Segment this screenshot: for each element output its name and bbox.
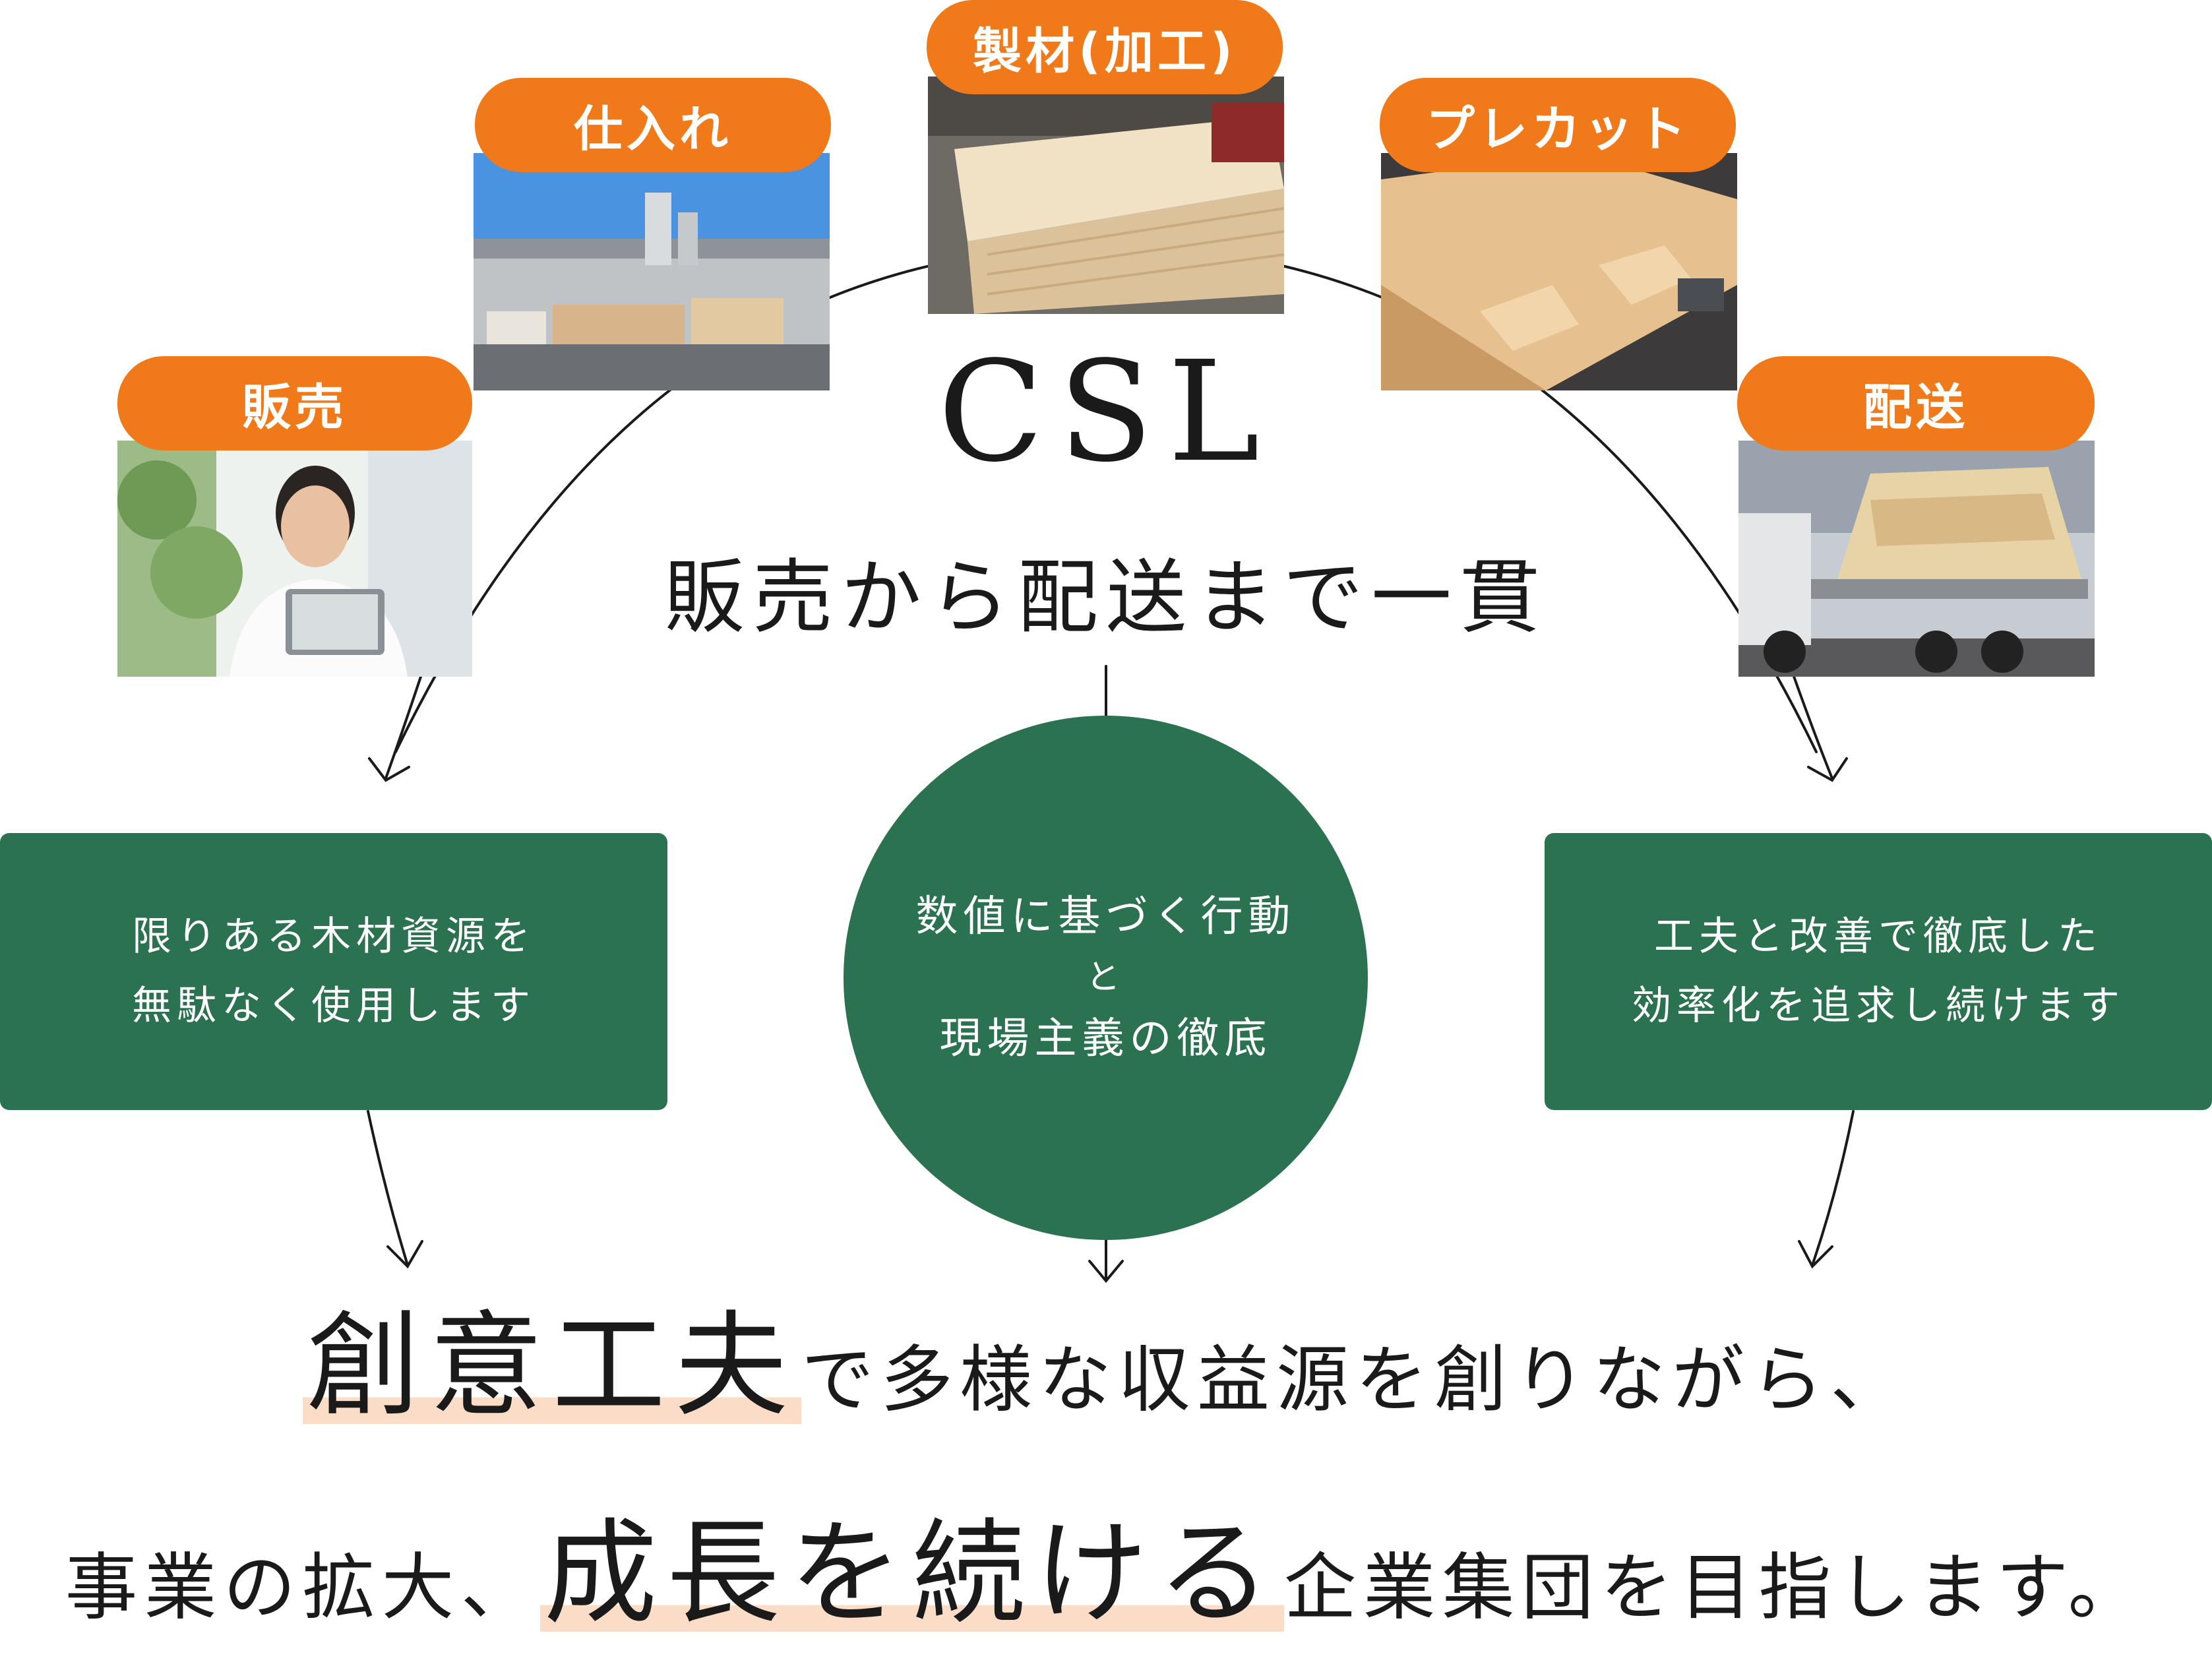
photo-purchase: [474, 153, 830, 390]
photo-precut: [1381, 153, 1737, 390]
step-label-sawing: 製材(加工): [927, 0, 1283, 94]
statement-line-2: 事業の拡大、成長を続ける企業集団を目指します。: [0, 1507, 2212, 1640]
center-tagline: 販売から配送まで一貫: [664, 551, 1548, 644]
arrow-right-upper: [1791, 671, 1833, 780]
photo-sales: [117, 441, 472, 677]
value-box-left-line1: 限りある木材資源を: [132, 913, 536, 960]
statement-line1-rest: で多様な収益源を創りながら、: [801, 1338, 1909, 1422]
statement-emphasis-1: 創意工夫: [303, 1299, 801, 1432]
value-box-right-line1: 工夫と改善で徹底した: [1654, 913, 2103, 960]
value-circle-center: 数値に基づく行動 と 現場主義の徹底: [844, 716, 1368, 1240]
statement-emphasis-2: 成長を続ける: [539, 1507, 1284, 1640]
value-circle-line3: 現場主義の徹底: [939, 1014, 1272, 1064]
value-box-right-line2: 効率化を追求し続けます: [1632, 983, 2125, 1029]
photo-delivery: [1738, 441, 2095, 677]
photo-sawing: [928, 77, 1284, 314]
value-box-left-line2: 無駄なく使用します: [132, 983, 536, 1029]
arrow-left-upper: [384, 671, 423, 780]
arrow-right-lower: [1811, 1110, 1855, 1266]
value-circle-line2: と: [1086, 957, 1126, 997]
step-label-sales: 販売: [117, 356, 472, 450]
center-title: CSL: [938, 331, 1274, 493]
value-circle-line1: 数値に基づく行動: [915, 892, 1296, 941]
step-label-purchase: 仕入れ: [475, 78, 831, 172]
statement-line-1: 創意工夫で多様な収益源を創りながら、: [0, 1299, 2212, 1432]
arrow-left-lower: [367, 1110, 409, 1266]
statement-line2-pre: 事業の拡大、: [65, 1545, 540, 1630]
step-label-precut: プレカット: [1380, 78, 1736, 172]
value-box-left: 限りある木材資源を 無駄なく使用します: [0, 833, 667, 1110]
step-label-delivery: 配送: [1737, 356, 2095, 450]
value-box-right: 工夫と改善で徹底した 効率化を追求し続けます: [1545, 833, 2212, 1110]
statement-line2-post: 企業集団を目指します。: [1283, 1545, 2147, 1630]
